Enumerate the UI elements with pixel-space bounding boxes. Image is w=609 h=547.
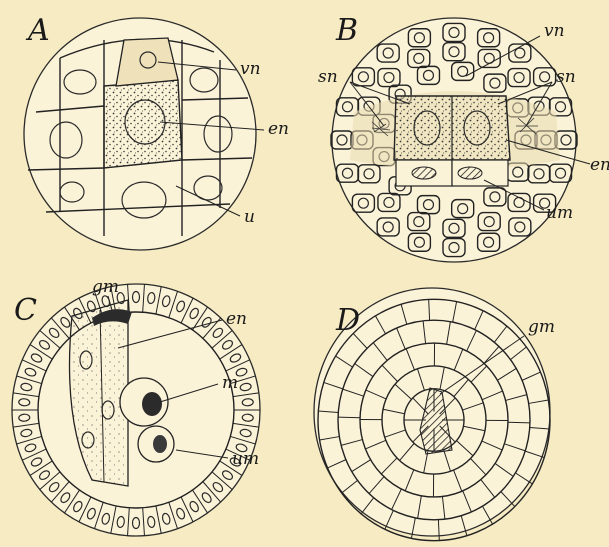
- panel-b-label-vn: vn: [544, 21, 565, 41]
- panel-b-mesoderm-nucleus-right: [458, 167, 482, 179]
- panel-a-label-en: en: [268, 119, 289, 139]
- panel-a-endoderm-cell: [104, 80, 182, 168]
- panel-a-letter: A: [25, 13, 50, 48]
- panel-c-label-m: m: [222, 373, 238, 393]
- panel-d-cell-wall: [508, 422, 530, 423]
- panel-d: D gm: [314, 288, 555, 541]
- panel-c-mesoderm-nucleus-lower: [153, 435, 167, 453]
- panel-b-label-um: um: [546, 203, 573, 223]
- panel-b-label-en: en: [590, 155, 609, 175]
- panel-d-label-gm: gm: [528, 317, 555, 337]
- panel-b: B vn sn sn en um: [318, 13, 609, 262]
- panel-a: A vn en u: [24, 13, 289, 250]
- panel-b-letter: B: [335, 13, 358, 48]
- panel-b-mesoderm-nucleus-left: [412, 167, 436, 179]
- panel-b-label-sn-right: sn: [556, 67, 576, 87]
- panel-c-label-en: en: [226, 309, 247, 329]
- panel-c-label-gm: gm: [92, 277, 119, 297]
- panel-a-vegetal-cell: [116, 38, 178, 86]
- panel-c-letter: C: [14, 293, 37, 328]
- panel-b-label-sn-left: sn: [318, 67, 338, 87]
- panel-c-mesoderm-nucleus-upper: [142, 392, 162, 416]
- panel-a-label-u: u: [244, 207, 255, 227]
- panel-c: C gm en m um: [12, 277, 260, 536]
- panel-a-label-vn: vn: [240, 59, 261, 79]
- panel-d-letter: D: [335, 303, 360, 338]
- panel-d-cell-wall: [338, 417, 360, 418]
- panel-c-label-um: um: [232, 449, 259, 469]
